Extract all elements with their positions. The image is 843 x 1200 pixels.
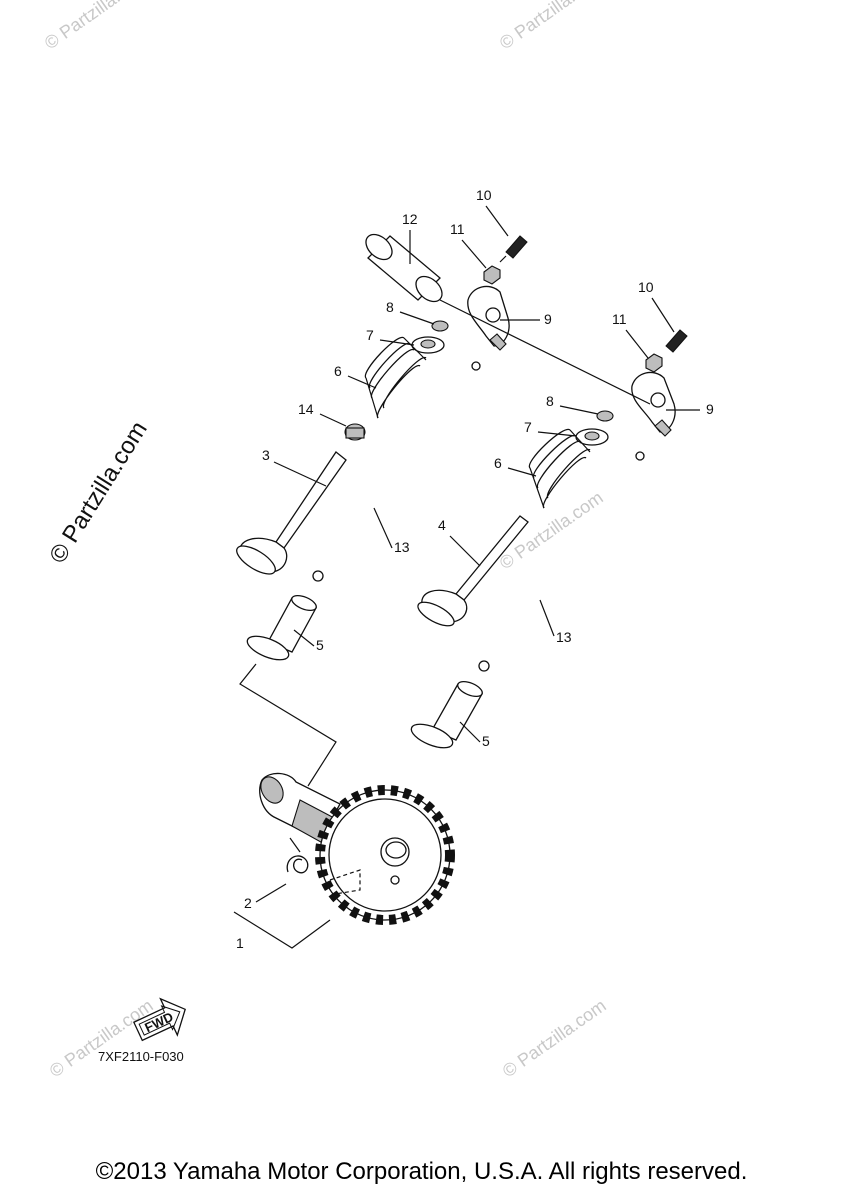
callout-11-left: 11 <box>450 221 465 237</box>
watermark-bottom-left: © Partzilla.com <box>46 995 157 1081</box>
shaft-axis-line <box>439 299 651 405</box>
callout-9-right: 9 <box>706 401 714 417</box>
callouts: 10 12 11 8 9 7 6 14 10 11 8 9 7 3 6 4 13 <box>233 187 714 951</box>
push-rod-13-right <box>478 451 645 672</box>
watermark-top-left: © Partzilla.com <box>41 0 152 53</box>
callout-7-right: 7 <box>524 419 532 435</box>
rocker-arm-9-right <box>631 371 676 437</box>
callout-10-left: 10 <box>476 187 492 203</box>
tappet-to-cam-line <box>239 663 337 787</box>
spring-retainer-7-right <box>575 428 609 446</box>
callout-12: 12 <box>402 211 418 227</box>
valve-4 <box>417 515 529 627</box>
callout-5-right: 5 <box>482 733 490 749</box>
push-rod-13-left <box>312 361 481 582</box>
callout-13-left: 13 <box>394 539 410 555</box>
nut-11-left <box>483 265 501 285</box>
callout-3: 3 <box>262 447 270 463</box>
valve-keeper-8-right <box>596 410 614 422</box>
valve-keeper-8-left <box>431 320 449 332</box>
callout-6-right: 6 <box>494 455 502 471</box>
tappet-5-left <box>246 594 317 661</box>
watermarks: © Partzilla.com © Partzilla.com © Partzi… <box>41 0 610 1081</box>
cam-gear <box>315 785 455 925</box>
callout-1: 1 <box>236 935 244 951</box>
nut-11-right <box>645 353 663 373</box>
valve-spring-6-left <box>364 336 427 419</box>
callout-7-left: 7 <box>366 327 374 343</box>
callout-13-right: 13 <box>556 629 572 645</box>
callout-2: 2 <box>244 895 252 911</box>
valve-3 <box>236 451 347 575</box>
callout-5-left: 5 <box>316 637 324 653</box>
callout-8-left: 8 <box>386 299 394 315</box>
callout-8-right: 8 <box>546 393 554 409</box>
callout-11-right: 11 <box>612 311 627 327</box>
rocker-arm-9-left <box>467 285 510 351</box>
callout-9-left: 9 <box>544 311 552 327</box>
spring-retainer-7-left <box>411 336 445 354</box>
stem-seal-14 <box>344 423 366 441</box>
tappet-5-right <box>410 680 483 749</box>
callout-4: 4 <box>438 517 446 533</box>
watermark-side: © Partzilla.com <box>44 417 153 568</box>
copyright-notice: ©2013 Yamaha Motor Corporation, U.S.A. A… <box>95 1158 748 1185</box>
adjust-screw-10-right <box>665 329 688 353</box>
spring-2 <box>286 837 309 874</box>
adjust-screw-10-left <box>499 235 528 263</box>
watermark-bottom-right: © Partzilla.com <box>499 995 610 1081</box>
callout-6-left: 6 <box>334 363 342 379</box>
callout-10-right: 10 <box>638 279 654 295</box>
callout-14: 14 <box>298 401 314 417</box>
camshaft-gear-1 <box>259 772 455 925</box>
rocker-shaft-12 <box>365 233 443 303</box>
diagram-code: 7XF2110-F030 <box>98 1049 184 1064</box>
watermark-top-right: © Partzilla.com <box>496 0 607 53</box>
